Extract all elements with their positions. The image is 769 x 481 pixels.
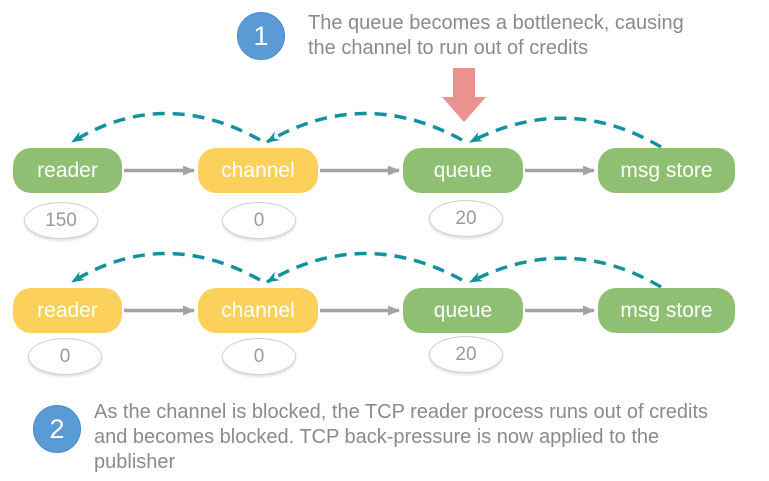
node-label-row1-msgstore: msg store — [620, 158, 713, 182]
node-row1-msgstore: msg store — [598, 148, 735, 193]
bottleneck-arrow-icon — [442, 68, 486, 122]
node-label-row2-reader: reader — [37, 298, 98, 322]
annotation-2-line-1: As the channel is blocked, the TCP reade… — [94, 401, 709, 423]
credit-oval-row1-channel: 0 — [222, 202, 296, 239]
annotation-number-1: 1 — [253, 20, 269, 51]
credit-value-row2-channel: 0 — [253, 345, 265, 367]
credit-arc-row2-msgstore-queue — [469, 256, 662, 289]
node-label-row2-channel: channel — [221, 298, 295, 322]
node-label-row1-reader: reader — [37, 158, 98, 182]
node-label-row1-queue: queue — [433, 158, 493, 182]
credit-arc-row1-msgstore-queue — [469, 116, 662, 149]
credit-arc-row1-queue-channel — [266, 111, 463, 144]
node-row1-reader: reader — [13, 148, 122, 193]
node-row1-channel: channel — [198, 148, 318, 193]
credit-arc-row1-channel-reader — [71, 111, 261, 144]
credit-value-row2-queue: 20 — [455, 343, 477, 365]
node-row2-queue: queue — [403, 288, 523, 333]
credit-oval-row1-reader: 150 — [24, 202, 98, 239]
annotation-badge-2: 2 — [33, 405, 81, 453]
credit-value-row1-queue: 20 — [455, 207, 477, 229]
credit-value-row2-reader: 0 — [59, 345, 71, 367]
annotation-badge-1: 1 — [237, 12, 285, 60]
credit-oval-row2-channel: 0 — [222, 338, 296, 375]
node-label-row1-channel: channel — [221, 158, 295, 182]
annotation-2-line-2: and becomes blocked. TCP back-pressure i… — [94, 426, 660, 448]
annotation-1-line-2: the channel to run out of credits — [308, 37, 589, 59]
credit-value-row1-reader: 150 — [45, 209, 77, 231]
node-row2-channel: channel — [198, 288, 318, 333]
node-label-row2-msgstore: msg store — [620, 298, 713, 322]
node-label-row2-queue: queue — [433, 298, 493, 322]
annotation-2-line-3: publisher — [94, 451, 176, 473]
annotation-text-2: As the channel is blocked, the TCP reade… — [94, 400, 766, 475]
credit-oval-row2-queue: 20 — [429, 336, 503, 373]
node-row2-reader: reader — [13, 288, 122, 333]
credit-oval-row1-queue: 20 — [429, 200, 503, 237]
credit-arc-row2-channel-reader — [71, 251, 261, 284]
annotation-text-1: The queue becomes a bottleneck, causing … — [308, 11, 769, 61]
credit-oval-row2-reader: 0 — [28, 338, 102, 375]
node-row1-queue: queue — [403, 148, 523, 193]
credit-value-row1-channel: 0 — [253, 209, 265, 231]
node-row2-msgstore: msg store — [598, 288, 735, 333]
annotation-1-line-1: The queue becomes a bottleneck, causing — [308, 12, 684, 34]
annotation-number-2: 2 — [49, 413, 65, 444]
credit-arc-row2-queue-channel — [266, 251, 463, 284]
